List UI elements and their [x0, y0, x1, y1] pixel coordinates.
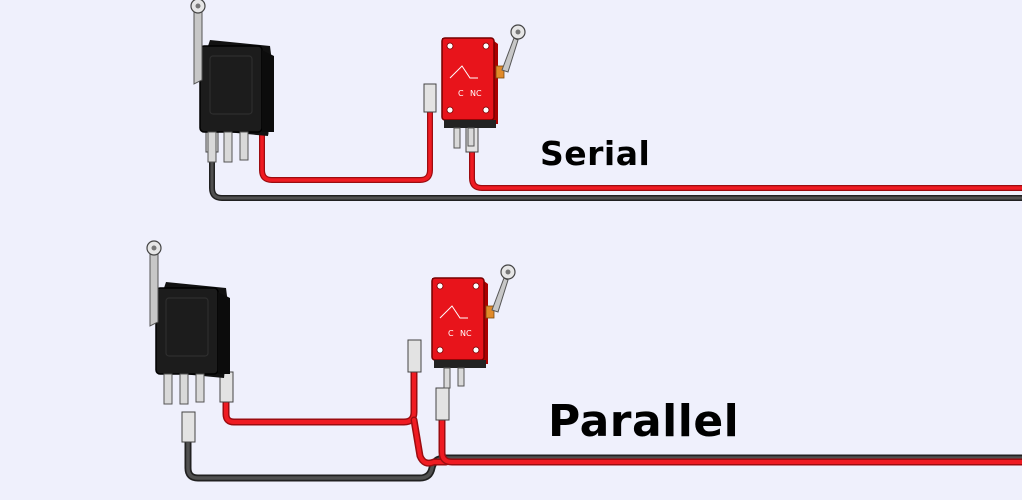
- serial-wires: [205, 83, 1022, 201]
- parallel-wires: [181, 339, 1022, 482]
- parallel-label: Parallel: [548, 396, 740, 447]
- red-microswitch-icon: [431, 264, 516, 389]
- black-microswitch-icon: [146, 240, 231, 405]
- red-microswitch-icon: [441, 24, 526, 149]
- serial-label: Serial: [540, 134, 651, 173]
